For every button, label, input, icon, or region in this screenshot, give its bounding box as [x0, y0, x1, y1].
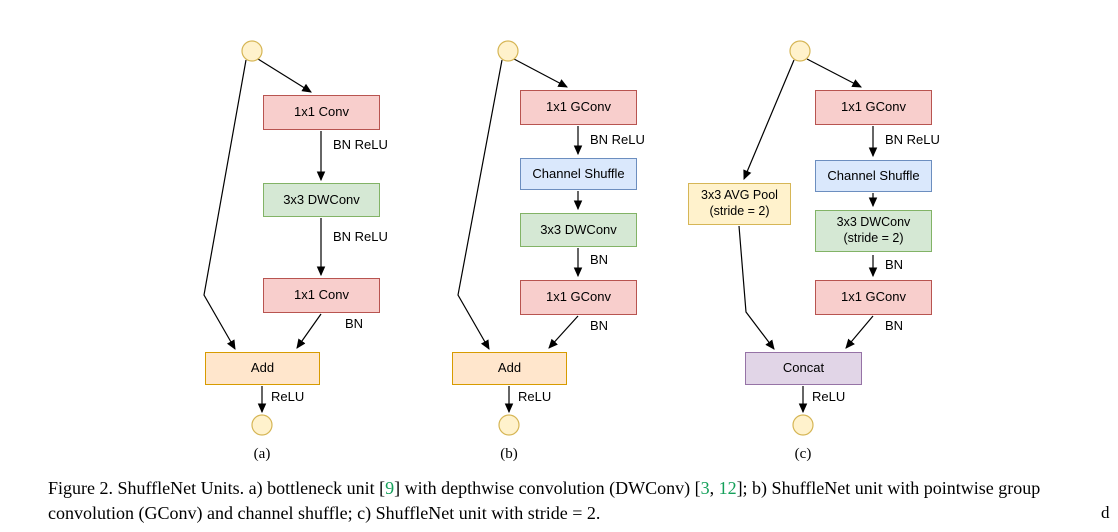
diagram-edges-layer [203, 40, 878, 436]
box-c-dwconv-line2: (stride = 2) [843, 231, 904, 245]
edge-b-skip-to-add [457, 59, 503, 350]
input-node-b [497, 40, 519, 62]
caption-text: , [709, 478, 719, 498]
edge-b-input-to-gconv1 [513, 58, 568, 88]
box-b-channel-shuffle: Channel Shuffle [520, 158, 637, 190]
shufflenet-units-diagram: 1x1 Conv 3x3 DWConv 1x1 Conv Add BN ReLU… [203, 40, 940, 462]
subfigure-label-c: (c) [794, 446, 812, 462]
edge-c-input-to-avgpool [743, 59, 795, 180]
box-b-dwconv: 3x3 DWConv [520, 213, 637, 247]
box-c-gconv1: 1x1 GConv [815, 90, 932, 125]
box-c-dwconv-line1: 3x3 DWConv [836, 215, 911, 230]
caption-text: ] with depthwise convolution (DWConv) [ [394, 478, 701, 498]
caption-line-1: Figure 2. ShuffleNet Units. a) bottlenec… [48, 476, 1094, 501]
input-node-c [789, 40, 811, 62]
subfigure-label-a: (a) [253, 446, 271, 462]
edge-label-c-relu: ReLU [812, 389, 846, 404]
box-b-gconv1: 1x1 GConv [520, 90, 637, 125]
box-b-add: Add [452, 352, 567, 385]
citation-link-9[interactable]: 9 [385, 478, 395, 498]
edge-label-b-bn-relu: BN ReLU [590, 132, 645, 147]
box-b-gconv2: 1x1 GConv [520, 280, 637, 315]
edge-label-c-bn-relu: BN ReLU [885, 132, 940, 147]
edge-label-c-bn-1: BN [885, 257, 904, 272]
edge-label-c-bn-2: BN [885, 318, 904, 333]
citation-link-12[interactable]: 12 [718, 478, 737, 498]
input-node-a [241, 40, 263, 62]
box-c-channel-shuffle: Channel Shuffle [815, 160, 932, 192]
edge-a-conv2-to-add [296, 313, 322, 349]
citation-link-3[interactable]: 3 [700, 478, 710, 498]
caption-text: ]; b) ShuffleNet unit with pointwise gro… [736, 478, 1041, 498]
cropped-text-fragment: d [1101, 503, 1110, 522]
edge-a-input-to-conv1 [257, 58, 312, 93]
box-c-avgpool-line1: 3x3 AVG Pool [701, 188, 778, 203]
edge-label-a-relu: ReLU [271, 389, 305, 404]
box-a-conv1: 1x1 Conv [263, 95, 380, 130]
subfigure-label-b: (b) [500, 446, 518, 462]
edge-c-input-to-gconv1 [806, 58, 862, 88]
caption-line-2: convolution (GConv) and channel shuffle;… [48, 503, 601, 523]
edge-label-a-bn-relu-1: BN ReLU [333, 137, 388, 152]
box-a-add: Add [205, 352, 320, 385]
edge-label-a-bn: BN [345, 316, 364, 331]
box-c-gconv2: 1x1 GConv [815, 280, 932, 315]
edge-label-b-bn-2: BN [590, 318, 609, 333]
box-c-dwconv: 3x3 DWConv (stride = 2) [815, 210, 932, 252]
edge-label-b-relu: ReLU [518, 389, 552, 404]
caption-text: Figure 2. ShuffleNet Units. a) bottlenec… [48, 478, 386, 498]
figure-caption: Figure 2. ShuffleNet Units. a) bottlenec… [48, 476, 1094, 526]
edge-label-b-bn-1: BN [590, 252, 609, 267]
box-a-dwconv: 3x3 DWConv [263, 183, 380, 217]
edge-b-gconv2-to-add [548, 315, 579, 349]
edge-c-avgpool-to-concat [738, 225, 775, 350]
output-node-c [792, 414, 814, 436]
edge-c-gconv2-to-concat [845, 315, 874, 349]
box-c-concat: Concat [745, 352, 862, 385]
edge-label-a-bn-relu-2: BN ReLU [333, 229, 388, 244]
output-node-b [498, 414, 520, 436]
box-c-avgpool: 3x3 AVG Pool (stride = 2) [688, 183, 791, 225]
output-node-a [251, 414, 273, 436]
box-c-avgpool-line2: (stride = 2) [709, 204, 770, 218]
box-a-conv2: 1x1 Conv [263, 278, 380, 313]
edge-a-skip-to-add [203, 59, 247, 350]
